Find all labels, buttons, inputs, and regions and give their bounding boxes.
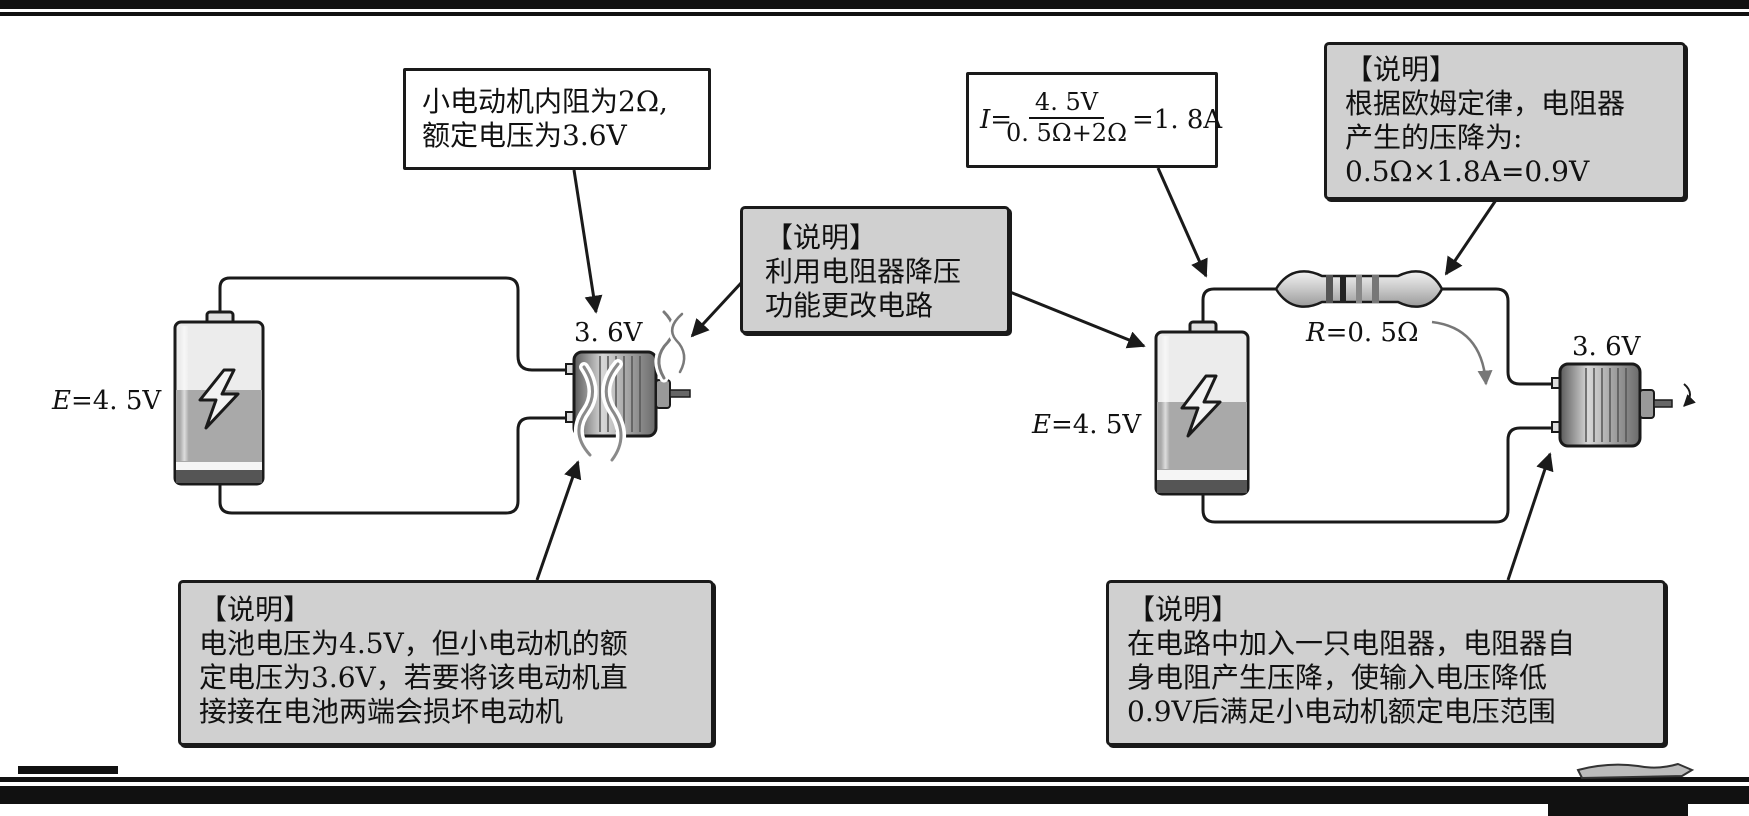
right-explanation-line-1: 在电路中加入一只电阻器，电阻器自 (1127, 627, 1576, 661)
left-explanation-title: 【说明】 (199, 593, 312, 626)
lightning-icon (1180, 374, 1222, 438)
current-formula-box (966, 72, 1218, 168)
motor-spec-note: 小电动机内阻为2Ω, 额定电压为3.6V (403, 68, 711, 170)
motor-spec-line-1: 小电动机内阻为2Ω, (422, 85, 668, 118)
right-motor-voltage: 3. 6V (1572, 332, 1641, 362)
middle-explanation-line-2: 功能更改电路 (765, 289, 934, 323)
right-explanation-title: 【说明】 (1127, 593, 1240, 626)
voltage-drop-line-3: 0.5Ω×1.8A=0.9V (1345, 155, 1590, 189)
voltage-drop-line-2: 产生的压降为: (1345, 121, 1523, 155)
left-motor-voltage: 3. 6V (574, 318, 643, 348)
left-explanation-line-2: 定电压为3.6V，若要将该电动机直 (199, 661, 628, 695)
right-source-label: E=4. 5V (1032, 410, 1142, 440)
smoke-icon (574, 307, 689, 465)
right-motor (1551, 362, 1696, 448)
lightning-icon (198, 368, 240, 430)
right-explanation-box: 【说明】 在电路中加入一只电阻器，电阻器自 身电阻产生压降，使输入电压降低 0.… (1106, 580, 1666, 746)
left-motor (565, 350, 691, 438)
callout-arrows (535, 167, 1554, 581)
right-battery (1154, 320, 1250, 496)
right-explanation-line-2: 身电阻产生压降，使输入电压降低 (1127, 661, 1548, 695)
middle-explanation-line-1: 利用电阻器降压 (765, 255, 962, 289)
current-formula: I= 4. 5V 0. 5Ω+2Ω =1. 8A (968, 73, 1222, 165)
voltage-drop-title: 【说明】 (1345, 53, 1458, 86)
left-source-label: E=4. 5V (52, 386, 162, 416)
formula-denominator: 0. 5Ω+2Ω (1006, 118, 1127, 147)
left-wires (218, 276, 568, 515)
formula-lhs: I= (980, 105, 1013, 135)
left-explanation-box: 【说明】 电池电压为4.5V，但小电动机的额 定电压为3.6V，若要将该电动机直… (178, 580, 714, 746)
current-direction-arrow (1431, 320, 1493, 386)
left-explanation-line-1: 电池电压为4.5V，但小电动机的额 (199, 627, 628, 661)
left-explanation-line-3: 接接在电池两端会损坏电动机 (199, 695, 564, 729)
resistor-icon (1274, 270, 1444, 308)
motor-spec-line-2: 额定电压为3.6V (422, 119, 627, 153)
voltage-drop-line-1: 根据欧姆定律，电阻器 (1345, 87, 1626, 121)
formula-numerator: 4. 5V (1028, 88, 1105, 119)
formula-result: =1. 8A (1132, 105, 1223, 135)
right-explanation-line-3: 0.9V后满足小电动机额定电压范围 (1127, 695, 1556, 729)
middle-explanation-box: 【说明】 利用电阻器降压 功能更改电路 (740, 206, 1010, 334)
middle-explanation-title: 【说明】 (765, 221, 878, 254)
rotation-icon (1683, 383, 1696, 407)
right-wires (1201, 287, 1560, 524)
left-battery (173, 310, 265, 486)
formula-fraction: 4. 5V 0. 5Ω+2Ω (1002, 88, 1131, 147)
voltage-drop-note: 【说明】 根据欧姆定律，电阻器 产生的压降为: 0.5Ω×1.8A=0.9V (1324, 42, 1686, 200)
resistor-label: R=0. 5Ω (1306, 318, 1419, 348)
